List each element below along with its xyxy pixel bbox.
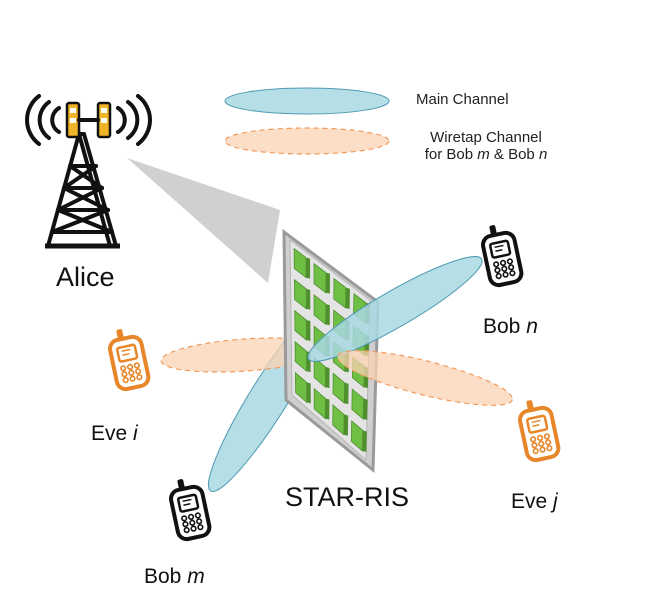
ris-element-side [362,430,367,452]
ris-element-side [344,382,349,405]
eve-i-index: i [133,422,138,445]
ris-element-side [306,288,311,310]
legend-wiretap-n: n [538,146,548,163]
ris-element-side [306,320,311,341]
bob-n-prefix: Bob [483,315,527,338]
eve-j-prefix: Eve [511,490,554,513]
mobile-phone-icon [481,225,524,288]
wiretap-beam-eve-j [336,350,514,406]
alice-label: Alice [56,262,115,292]
mobile-phone-icon [108,329,151,392]
legend-main-channel-swatch [224,87,390,115]
legend-main-channel-label: Main Channel [416,91,509,108]
ris-element-side [343,414,349,436]
ris-element-side [325,398,330,420]
bob-m-prefix: Bob [144,565,188,588]
legend-wiretap-channel-label: Wiretap Channel for Bob m & Bob n [396,129,576,163]
ris-element-side [345,287,350,309]
bob-m-label: Bob m [144,565,205,589]
bob-m-index: m [187,565,205,588]
ris-element-side [306,257,311,279]
eve-i-label: Eve i [91,422,138,446]
alice-beam [127,158,280,283]
mobile-phone-icon [518,400,561,463]
eve-i-prefix: Eve [91,422,134,445]
signal-waves-icon [25,94,152,146]
legend-wiretap-line2: for Bob m & Bob n [396,146,576,163]
eve-j-index: j [553,490,558,513]
legend-wiretap-line1: Wiretap Channel [430,129,542,146]
ris-element-side [306,382,311,404]
bob-n-index: n [526,315,538,338]
ris-element-side [325,304,330,326]
ris-element-side [325,272,330,294]
bob-n-label: Bob n [483,315,538,339]
legend-wiretap-m: m [477,146,490,163]
mobile-phone-icon [169,479,212,542]
main-channel-beam-bob-n [307,256,483,362]
eve-j-label: Eve j [511,490,558,514]
star-ris-label: STAR-RIS [285,482,410,512]
legend-wiretap-prefix: for Bob [424,146,478,163]
ris-element-side [363,398,368,421]
legend-wiretap-amp: & Bob [489,146,539,163]
tower-icon [45,101,120,249]
ris-element-side [325,367,330,389]
legend-wiretap-channel-swatch [224,127,390,155]
